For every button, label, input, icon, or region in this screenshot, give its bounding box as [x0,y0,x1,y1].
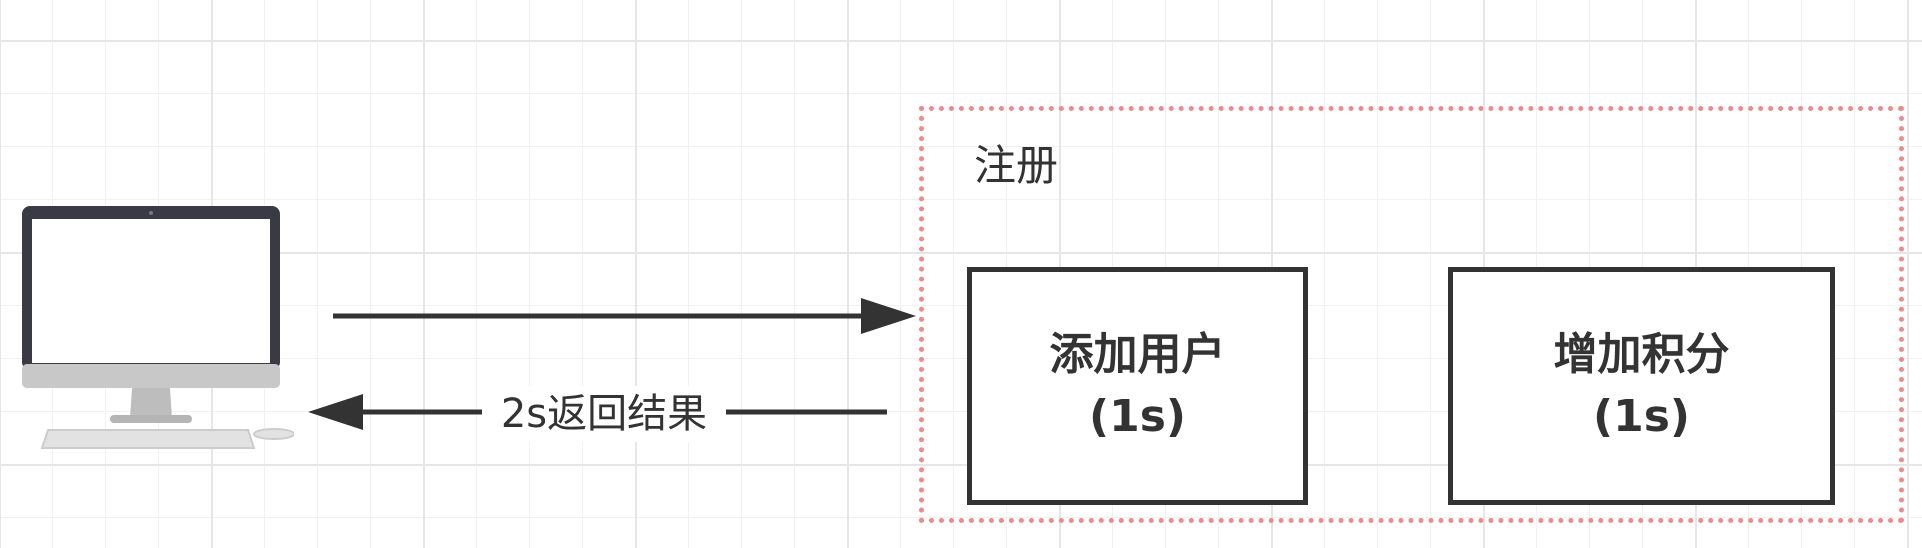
register-group-title: 注册 [974,141,1059,190]
mouse [253,428,294,440]
register-group-container [919,106,1904,523]
desktop-computer-icon [22,206,294,449]
monitor-screen [32,219,270,363]
add-points-step-name: 增加积分 [1553,329,1730,380]
response-arrow-head [308,394,363,430]
add-user-step-name: 添加用户 [1049,329,1226,380]
monitor-base [110,415,192,423]
monitor-chin [22,364,280,388]
request-arrow-head [861,298,916,334]
monitor-stand [130,388,172,418]
keyboard [40,429,256,449]
response-arrow-label: 2s返回结果 [482,386,726,442]
add-user-step-time: (1s) [1088,391,1187,442]
add-points-step: 增加积分 (1s) [1448,267,1835,505]
add-points-step-time: (1s) [1592,391,1691,442]
add-user-step: 添加用户 (1s) [967,267,1308,505]
